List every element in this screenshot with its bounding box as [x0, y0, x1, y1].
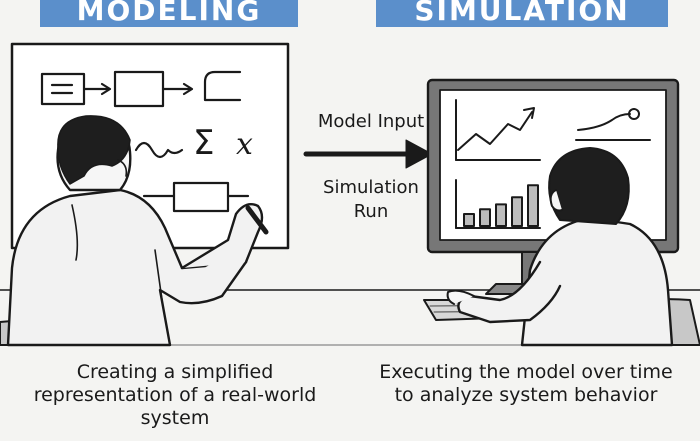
simulation-title: SIMULATION [414, 0, 630, 27]
simulation-caption: Executing the model over time to analyze… [352, 361, 700, 407]
simulation-caption-line-2: to analyze system behavior [394, 384, 658, 406]
modeling-banner: MODELING [40, 0, 298, 27]
modeling-caption-line-2: representation of a real-world [33, 384, 317, 406]
model-input-arrow [303, 139, 433, 169]
screen-bar-chart [455, 179, 541, 229]
screen-bar [463, 213, 475, 227]
modeling-title: MODELING [76, 0, 262, 27]
left-person-torso [6, 188, 248, 347]
modeling-caption-line-1: Creating a simplified [76, 361, 274, 383]
right-person-arm [457, 260, 562, 324]
screen-bar [479, 208, 491, 227]
right-person-torso [520, 216, 674, 347]
model-input-label: Model Input [317, 111, 425, 132]
screen-bar [527, 184, 539, 227]
screen-bar [495, 203, 507, 227]
screen-curve [575, 108, 651, 141]
left-person-hair [57, 115, 131, 185]
modeling-caption: Creating a simplified representation of … [0, 361, 350, 430]
screen-bar [511, 196, 523, 227]
right-person-head [548, 147, 630, 225]
modeling-caption-line-3: system [140, 407, 210, 429]
sum-symbol: Σ [193, 123, 215, 163]
screen-line-chart [455, 99, 541, 161]
wave-symbol [134, 141, 184, 159]
simulation-caption-line-1: Executing the model over time [379, 361, 673, 383]
resistor-diagram [142, 181, 250, 213]
simulation-banner: SIMULATION [376, 0, 668, 27]
simulation-run-line-2: Run [353, 201, 389, 222]
simulation-run-label: Simulation Run [296, 176, 446, 224]
variable-x: x [236, 127, 253, 162]
simulation-run-line-1: Simulation [323, 177, 419, 198]
whiteboard-block-diagram [40, 70, 242, 108]
